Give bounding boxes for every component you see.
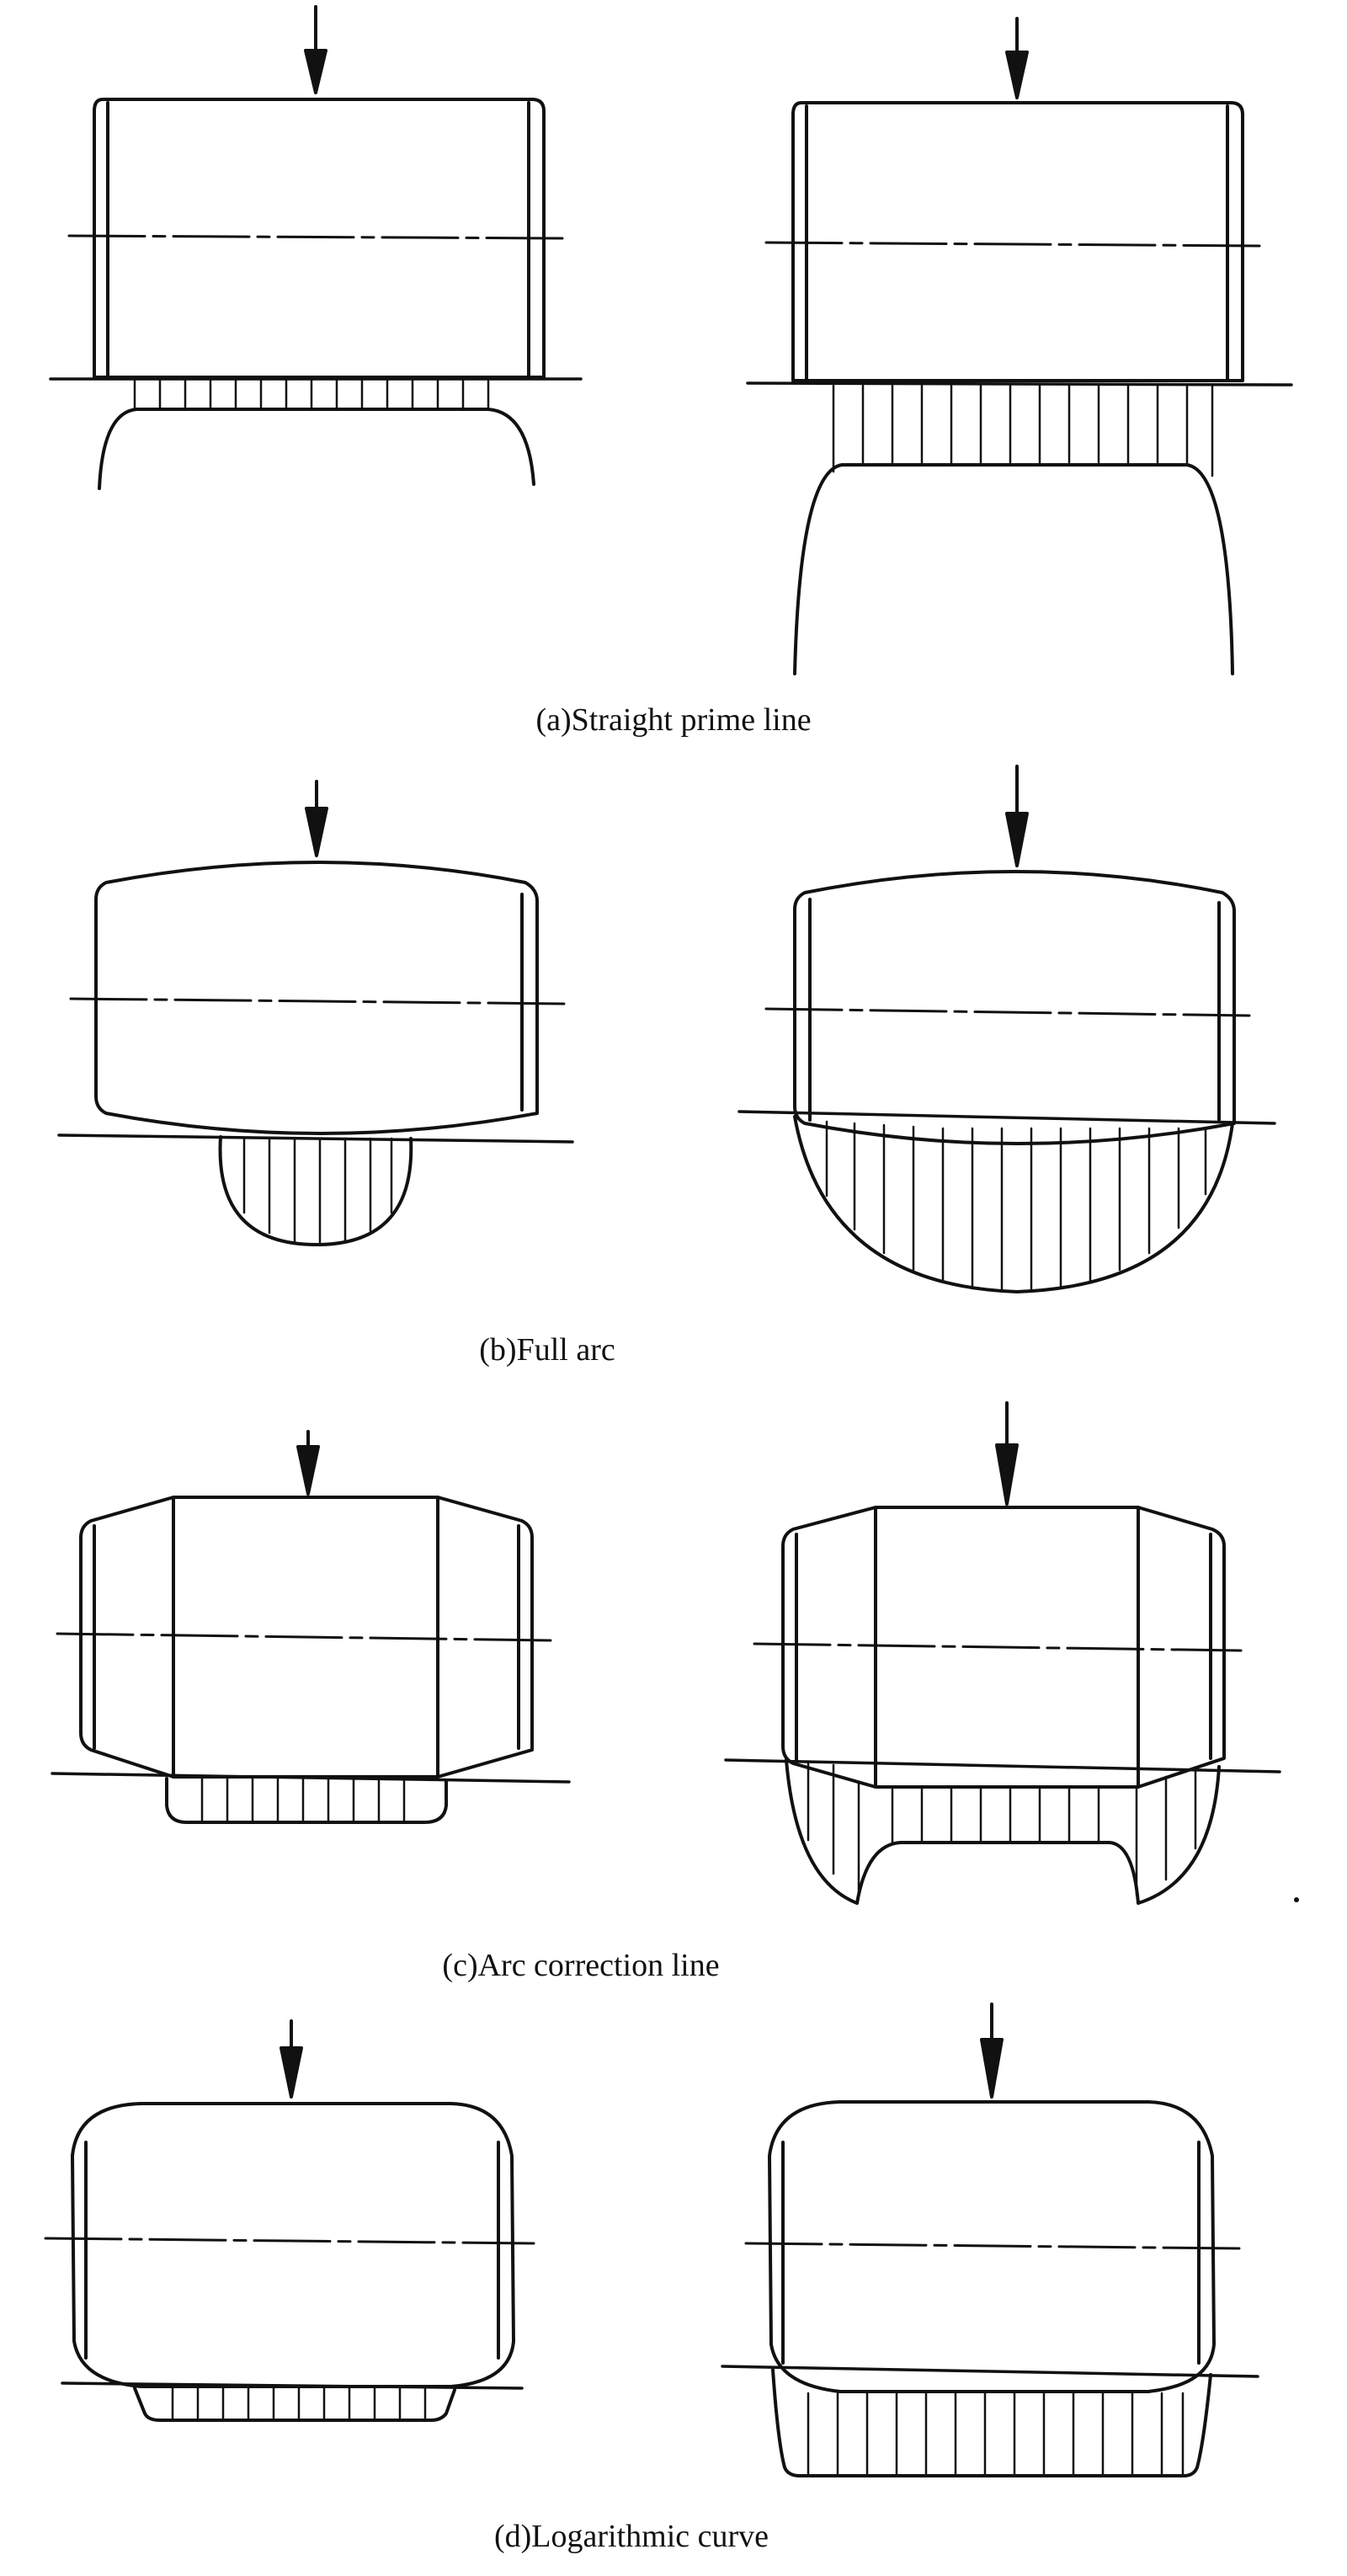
load-arrow	[1005, 765, 1029, 867]
roller-outline	[79, 1496, 534, 1779]
roller-c-light-load	[51, 1430, 571, 1824]
panel-c	[51, 1401, 1281, 1905]
contact-line	[51, 1772, 571, 1784]
speck-mark	[1294, 1897, 1299, 1902]
pressure-curve	[785, 1758, 1221, 1905]
pressure-hatching	[832, 384, 1214, 477]
contact-line	[724, 1758, 1281, 1773]
roller-outline	[793, 870, 1236, 1145]
contact-line	[721, 2365, 1259, 2378]
center-line	[56, 1632, 556, 1642]
center-line	[67, 234, 564, 240]
load-arrow	[305, 780, 328, 857]
contact-line	[61, 2381, 524, 2390]
roller-outline	[71, 2102, 515, 2388]
roller-b-light-load	[57, 780, 574, 1246]
pressure-hatching	[807, 2392, 1185, 2477]
pressure-hatching	[133, 379, 490, 411]
pressure-curve	[793, 463, 1234, 675]
contact-line	[746, 381, 1293, 387]
caption-b: (b)Full arc	[479, 1332, 615, 1368]
contact-line	[57, 1133, 574, 1144]
load-arrow	[995, 1401, 1019, 1506]
pressure-curve	[98, 408, 535, 490]
panel-d	[44, 2003, 1259, 2477]
load-arrow	[304, 5, 327, 94]
load-arrow	[280, 2019, 303, 2099]
roller-a-heavy-load	[746, 17, 1293, 675]
roller-b-heavy-load	[737, 765, 1276, 1293]
caption-c: (c)Arc correction line	[442, 1948, 720, 1983]
contact-line	[737, 1110, 1276, 1125]
roller-c-heavy-load	[724, 1401, 1281, 1905]
pressure-curve	[165, 1777, 448, 1824]
center-line	[744, 2242, 1241, 2250]
pressure-curve	[771, 2368, 1212, 2477]
center-line	[69, 997, 567, 1005]
roller-outline	[94, 861, 539, 1135]
roller-d-light-load	[44, 2019, 535, 2422]
roller-d-heavy-load	[721, 2003, 1259, 2477]
caption-d: (d)Logarithmic curve	[493, 2519, 769, 2554]
roller-outline	[791, 101, 1244, 382]
caption-a: (a)Straight prime line	[535, 702, 812, 738]
pressure-curve	[793, 1115, 1234, 1293]
center-line	[764, 1007, 1251, 1017]
pressure-hatching	[825, 1120, 1207, 1293]
load-arrow	[980, 2003, 1004, 2099]
load-arrow	[296, 1430, 320, 1496]
panel-b	[57, 765, 1276, 1293]
roller-outline	[93, 98, 546, 379]
roller-a-light-load	[49, 5, 583, 490]
center-line	[44, 2237, 535, 2245]
center-line	[764, 241, 1268, 248]
load-arrow	[1005, 17, 1029, 99]
pressure-curve	[133, 2387, 456, 2422]
pressure-hatching	[200, 1777, 406, 1824]
pressure-hatching	[242, 1137, 393, 1245]
panel-a	[49, 5, 1293, 675]
center-line	[753, 1642, 1243, 1652]
pressure-hatching	[171, 2387, 427, 2422]
roller-outline	[768, 2100, 1216, 2393]
pressure-hatching	[807, 1762, 1197, 1896]
pressure-curve	[218, 1135, 413, 1246]
